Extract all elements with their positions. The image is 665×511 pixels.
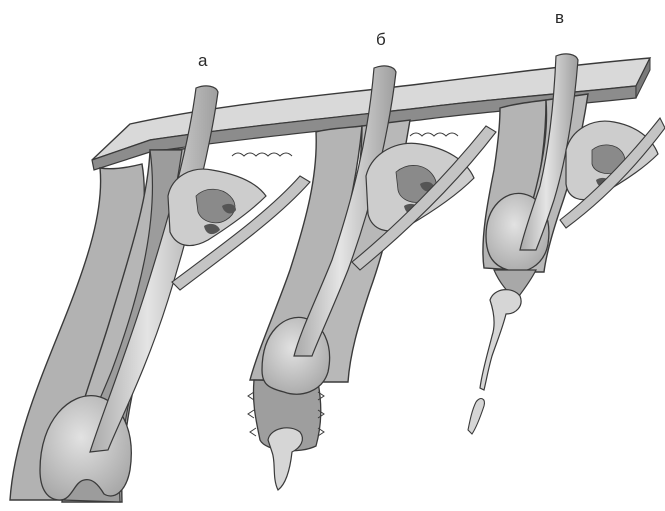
label-c: в bbox=[555, 9, 564, 26]
label-a: а bbox=[198, 52, 207, 69]
label-b: б bbox=[376, 31, 386, 48]
